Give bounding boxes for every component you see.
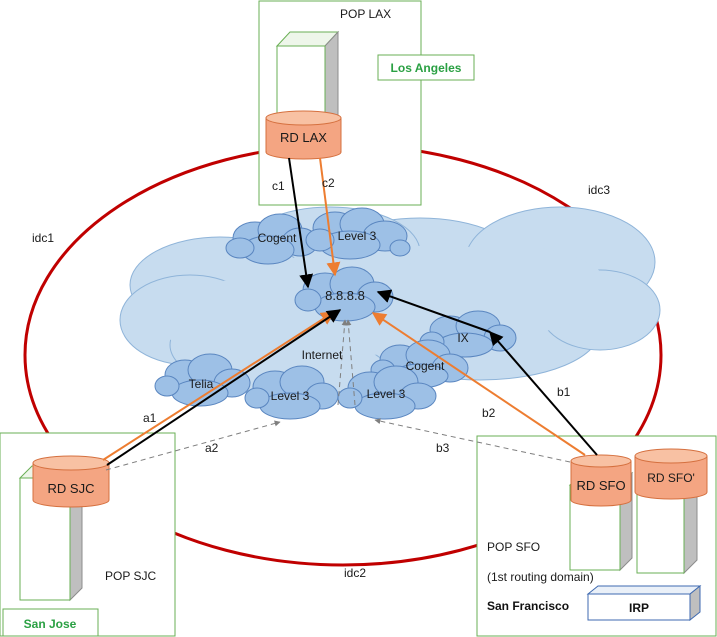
link-label-b1: b1 [557, 385, 571, 399]
internet-label: Internet [302, 348, 343, 362]
network-label-level3-left: Level 3 [271, 389, 310, 403]
link-label-b3: b3 [436, 441, 450, 455]
network-label-telia: Telia [189, 377, 214, 391]
link-a1-orange [102, 311, 336, 461]
pop-sfo-title: POP SFO [487, 540, 540, 554]
router-label-rd-lax: RD LAX [280, 130, 327, 145]
cloud-dns [294, 266, 394, 322]
link-label-a2: a2 [205, 441, 219, 455]
link-label-c1: c1 [272, 179, 285, 193]
router-label-rd-sjc: RD SJC [48, 481, 95, 496]
link-b3-dashed [374, 418, 571, 463]
cloud-telia [154, 353, 251, 407]
pop-sfo-subtitle: (1st routing domain) [487, 570, 594, 584]
city-label-box-lax [377, 54, 475, 81]
router-label-rd-sfo-alt: RD SFO' [647, 471, 695, 485]
link-label-c2: c2 [322, 176, 335, 190]
network-label-ix: IX [457, 331, 468, 345]
cloud-level3-right [337, 365, 437, 420]
network-label-level3-right: Level 3 [367, 387, 406, 401]
link-c1-black [288, 157, 314, 289]
cloud-level3-top [305, 207, 411, 260]
irp-box [586, 584, 702, 622]
city-label-sjc: San Jose [24, 617, 77, 631]
link-ix-to-dns [376, 289, 491, 333]
city-label-lax: Los Angeles [391, 61, 462, 75]
idc2-label: idc2 [344, 566, 366, 580]
router-label-rd-sfo: RD SFO [576, 478, 625, 493]
cloud-level3-left [244, 365, 339, 420]
link-a2-dashed [105, 420, 281, 471]
network-label-level3-top: Level 3 [338, 229, 377, 243]
router-rd-lax [265, 110, 342, 160]
network-label-cogent-top: Cogent [258, 231, 297, 245]
irp-label: IRP [629, 601, 649, 615]
dns-target-label: 8.8.8.8 [325, 288, 365, 303]
link-b2-orange [371, 312, 586, 456]
router-rd-sfo [570, 454, 632, 507]
city-label-box-sjc [2, 608, 99, 637]
router-rd-sfo-alt [634, 448, 708, 500]
pop-lax-title: POP LAX [340, 7, 391, 21]
link-label-a1: a1 [143, 411, 157, 425]
city-label-sfo: San Francisco [487, 599, 569, 613]
link-label-b2: b2 [482, 406, 496, 420]
link-a1-black [106, 309, 342, 466]
idc3-label: idc3 [588, 183, 610, 197]
pop-sjc-title: POP SJC [105, 569, 156, 583]
link-b1-to-ix [489, 330, 598, 456]
link-c2-orange [319, 157, 341, 277]
network-label-cogent-right: Cogent [406, 359, 445, 373]
idc1-label: idc1 [32, 231, 54, 245]
